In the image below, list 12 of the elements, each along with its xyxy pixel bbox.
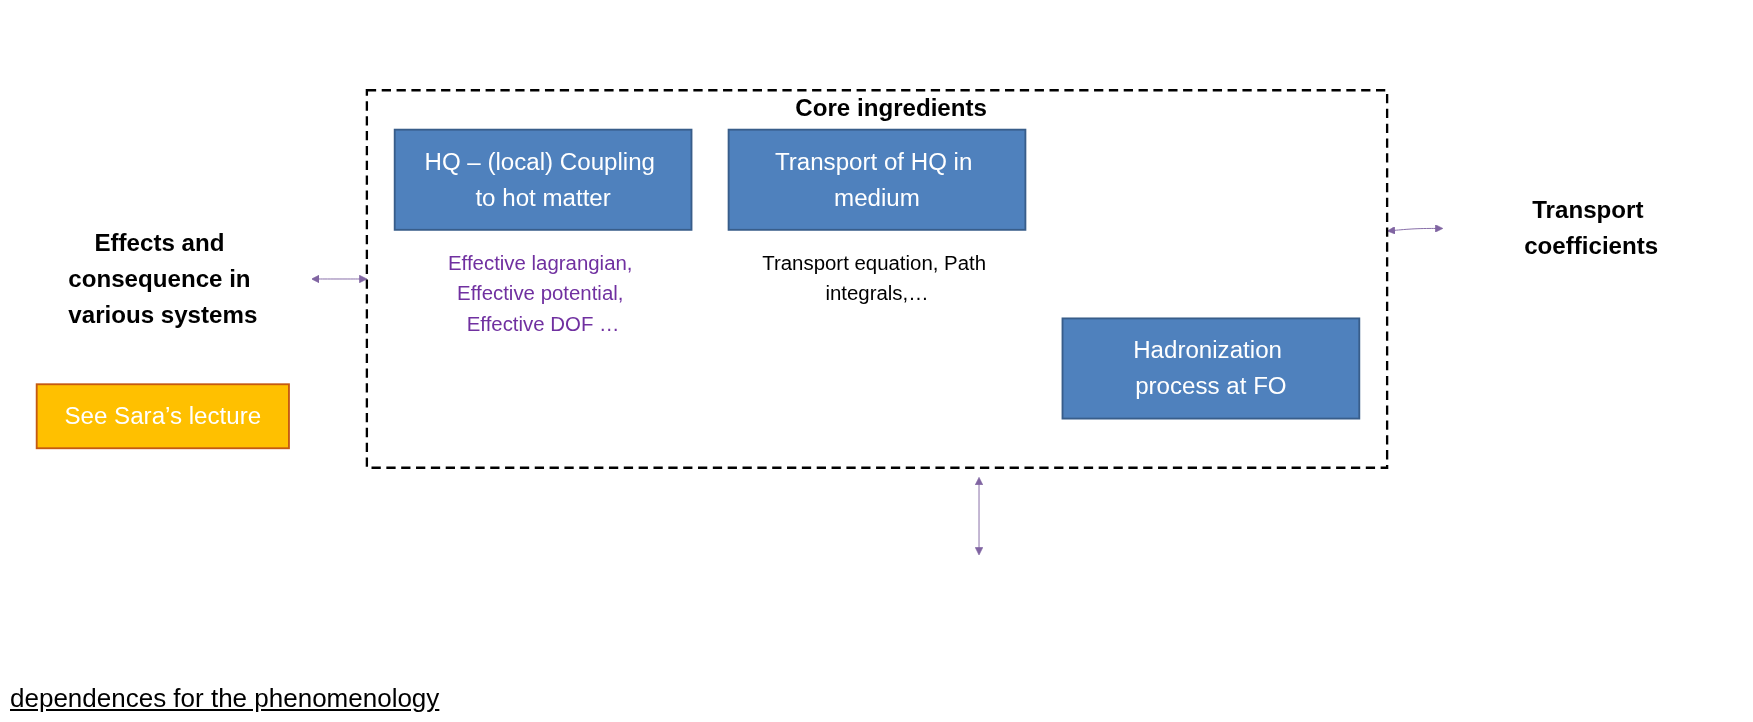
node-box: HQ – (local) Coupling to hot matter <box>393 128 692 231</box>
note-text: dependences for the phenomenology <box>10 683 440 713</box>
node-box: Hadronization process at FO <box>1061 317 1360 420</box>
double-arrow <box>974 477 983 556</box>
node-box: Transport of HQ in medium <box>727 128 1026 231</box>
double-arrow <box>1386 224 1443 235</box>
double-arrow <box>310 274 367 284</box>
node-text: Effects and consequence in various systems <box>67 228 257 329</box>
node-box: See Sara’s lecture <box>35 383 290 450</box>
node-label: Transport equation, Path integrals,… <box>761 251 986 305</box>
node-label: Effective lagrangian, Effective potential, Effective DOF … <box>447 251 633 336</box>
node-text: Transport coefficients <box>1523 195 1658 260</box>
